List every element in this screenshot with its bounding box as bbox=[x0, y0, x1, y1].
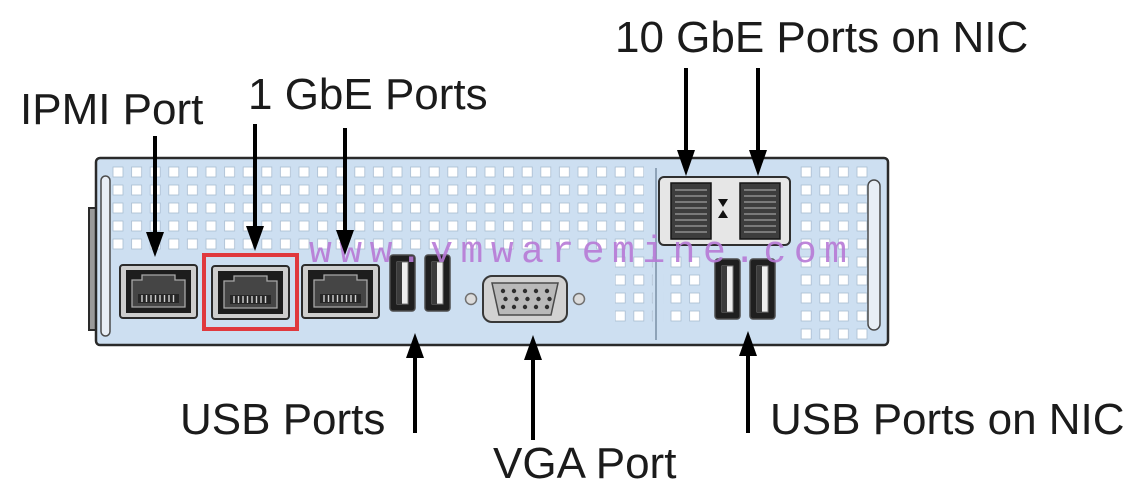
contact-block bbox=[320, 294, 361, 303]
perforations-nic bbox=[663, 256, 707, 322]
vga-screw-right bbox=[572, 292, 586, 306]
contact-block bbox=[230, 295, 271, 304]
arrow-head bbox=[336, 230, 354, 255]
arrow-head bbox=[749, 150, 767, 176]
arrow-head bbox=[524, 335, 542, 360]
right-rail bbox=[867, 179, 881, 331]
perforations-middle bbox=[615, 256, 653, 322]
vga-pin bbox=[511, 304, 517, 310]
contact-pins bbox=[323, 295, 357, 302]
usb-tongue bbox=[432, 262, 437, 304]
sfp-vents bbox=[675, 189, 707, 233]
contact-block bbox=[138, 294, 179, 303]
usb-arrow bbox=[406, 333, 424, 433]
ten-gbe-nic-label: 10 GbE Ports on NIC bbox=[615, 13, 1028, 62]
sfp-port-2 bbox=[739, 182, 781, 240]
vga-pin bbox=[536, 296, 541, 302]
contact-pins bbox=[233, 296, 267, 303]
ten-gbe-arrow-2 bbox=[749, 68, 767, 176]
vga-port bbox=[464, 275, 586, 323]
nic-usb-port-2 bbox=[749, 258, 776, 320]
ipmi-label: IPMI Port bbox=[20, 85, 203, 134]
vga-pin bbox=[533, 288, 539, 294]
usb-port-1 bbox=[389, 254, 416, 312]
vga-pin bbox=[525, 296, 530, 302]
vga-pin bbox=[547, 296, 552, 302]
sfp-cage bbox=[670, 182, 712, 240]
usb-nic-label: USB Ports on NIC bbox=[770, 395, 1125, 444]
usb-tongue bbox=[722, 266, 727, 312]
arrow-head bbox=[146, 232, 164, 257]
watermark-text: www.vmwaremine.com bbox=[309, 231, 854, 274]
usb-label: USB Ports bbox=[180, 395, 385, 444]
one-gbe-label: 1 GbE Ports bbox=[248, 70, 488, 119]
gbe-rj45-port-1 bbox=[211, 265, 290, 320]
sfp-port-1 bbox=[670, 182, 712, 240]
usb-port-2 bbox=[424, 254, 451, 312]
sfp-cage bbox=[739, 182, 781, 240]
vga-arrow bbox=[524, 335, 542, 440]
arrow-head bbox=[739, 331, 757, 356]
vga-pin bbox=[544, 288, 550, 294]
perforations-right bbox=[799, 166, 869, 340]
highlight-box bbox=[202, 253, 299, 331]
arrow-head bbox=[246, 226, 264, 251]
ten-gbe-arrow-1 bbox=[677, 68, 695, 176]
sfp-vents bbox=[744, 189, 776, 233]
vga-connector-face bbox=[491, 282, 559, 316]
vga-screw-left bbox=[464, 292, 478, 306]
vga-pin bbox=[522, 288, 528, 294]
gbe-rj45-port-2 bbox=[301, 264, 380, 319]
nic-usb-port-1 bbox=[714, 258, 741, 320]
ipmi-rj45-port bbox=[119, 264, 198, 319]
vga-pin bbox=[500, 288, 506, 294]
usb-tongue bbox=[397, 262, 402, 304]
gbe-arrow-2 bbox=[336, 128, 354, 255]
gbe-arrow-1 bbox=[246, 124, 264, 251]
arrow-head bbox=[406, 333, 424, 358]
vga-label: VGA Port bbox=[493, 439, 676, 488]
left-rail bbox=[100, 175, 111, 337]
vga-pin bbox=[500, 304, 506, 310]
vga-pin bbox=[533, 304, 539, 310]
port-indicator-up-icon bbox=[718, 210, 728, 218]
nic-10gbe-ports bbox=[658, 176, 791, 246]
vga-pins bbox=[500, 288, 552, 310]
port-indicator-down-icon bbox=[718, 199, 728, 207]
vga-pin bbox=[511, 288, 517, 294]
vga-pin bbox=[503, 296, 508, 302]
vga-pin bbox=[522, 304, 528, 310]
vga-pin bbox=[514, 296, 519, 302]
usb-nic-arrow bbox=[739, 331, 757, 433]
perforations-upper bbox=[112, 166, 644, 252]
usb-tongue bbox=[757, 266, 762, 312]
contact-pins bbox=[141, 295, 175, 302]
vga-pin bbox=[544, 304, 550, 310]
ipmi-arrow bbox=[146, 136, 164, 257]
arrow-head bbox=[677, 150, 695, 176]
